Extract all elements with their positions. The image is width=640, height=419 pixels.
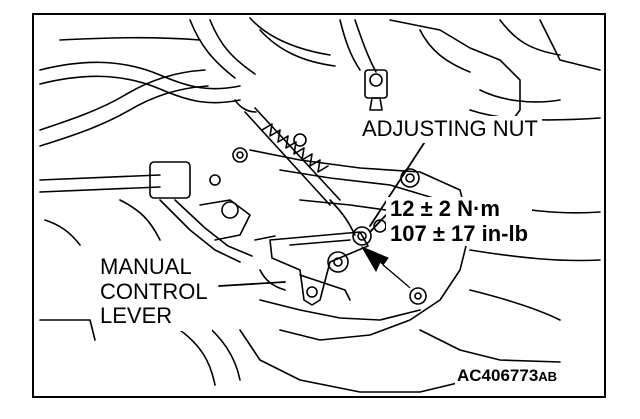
hose-upper <box>39 61 241 90</box>
control-rod <box>39 174 161 181</box>
torque-spec-imperial: 107 ± 17 in-lb <box>390 220 529 246</box>
leader-torque <box>369 214 387 233</box>
housing-top-right <box>389 19 521 131</box>
lever-label-line3: LEVER <box>100 303 173 329</box>
spring-coils <box>261 123 329 173</box>
lever-label-line2: CONTROL <box>100 278 208 304</box>
manual-control-lever-label: MANUAL CONTROL LEVER <box>96 253 212 331</box>
leader-adjusting-nut <box>369 133 431 227</box>
spring-cable <box>244 111 331 206</box>
torque-spec-metric: 12 ± 2 N·m <box>390 196 500 221</box>
torque-spec-label: 12 ± 2 N·m 107 ± 17 in-lb <box>386 196 533 247</box>
leader-manual-lever <box>218 281 286 287</box>
figure-code-number: AC406773 <box>457 366 539 385</box>
figure-code-suffix: AB <box>538 369 558 384</box>
adjusting-nut-shape <box>352 226 372 246</box>
torque-arrow <box>360 245 411 289</box>
lever-label-line1: MANUAL <box>100 254 192 279</box>
figure-code: AC406773AB <box>455 366 560 386</box>
hose-left <box>39 69 206 131</box>
transaxle-housing <box>249 149 471 341</box>
adjusting-nut-label: ADJUSTING NUT <box>358 116 542 143</box>
